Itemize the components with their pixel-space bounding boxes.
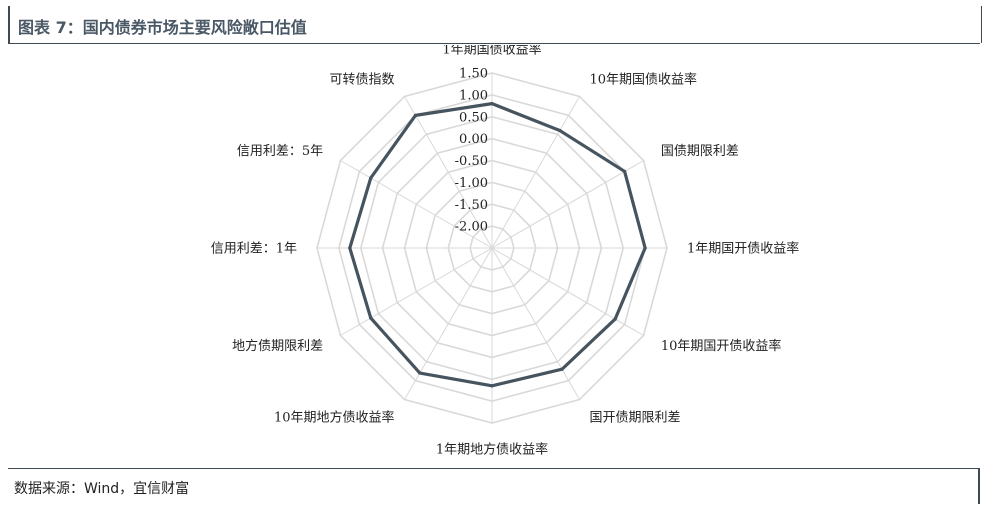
series-point [558, 128, 562, 133]
tick-label: -1.00 [455, 176, 488, 191]
tick-label: -1.50 [455, 198, 488, 213]
tick-label: -0.50 [455, 154, 488, 169]
series-point [623, 169, 627, 174]
title-bar: 图表 7：国内债券市场主要风险敞口估值 [8, 6, 982, 44]
series-point [348, 246, 352, 250]
chart-title: 图表 7：国内债券市场主要风险敞口估值 [18, 18, 307, 37]
series-point [413, 113, 418, 117]
grid-spoke [491, 247, 644, 336]
series-point [369, 176, 373, 180]
category-label: 10年期国债收益率 [590, 72, 698, 88]
grid-spoke [491, 96, 580, 249]
series-point [490, 102, 494, 106]
category-label: 国债期限利差 [661, 144, 739, 159]
category-label: 地方债期限利差 [232, 338, 323, 354]
series-point [643, 246, 647, 250]
radar-chart: 1.50 1.00 0.50 0.00 -0.50 -1.00 -1.50 -2.00 1年期… [211, 45, 800, 458]
grid-spoke [491, 160, 644, 249]
grid-spoke [340, 247, 493, 336]
footer: 数据来源：Wind，宜信财富 [8, 468, 980, 504]
category-label: 1年期地方债收益率 [436, 442, 548, 458]
tick-label: 0.00 [459, 132, 488, 147]
series-point [560, 367, 564, 371]
radar-series [348, 102, 647, 388]
series-point [418, 371, 422, 375]
grid-spoke [340, 160, 493, 249]
data-source: 数据来源：Wind，宜信财富 [14, 481, 190, 497]
category-label: 1年期国债收益率 [442, 45, 541, 58]
category-label: 信用利差：1年 [211, 242, 297, 257]
category-label: 10年期国开债收益率 [661, 338, 782, 354]
tick-label: 1.50 [459, 67, 488, 82]
radar-spokes [317, 73, 667, 423]
grid-spoke [404, 96, 493, 249]
series-point [369, 316, 373, 320]
category-label: 信用利差：5年 [237, 144, 323, 159]
category-label: 国开债期限利差 [590, 410, 681, 425]
tick-label: 1.00 [459, 88, 488, 103]
series-point [613, 317, 617, 321]
series-point [490, 384, 494, 388]
category-label: 10年期地方债收益率 [274, 409, 395, 425]
radar-tick-labels: 1.50 1.00 0.50 0.00 -0.50 -1.00 -1.50 -2.00 [455, 67, 488, 235]
tick-label: 0.50 [459, 110, 488, 125]
grid-spoke [491, 247, 580, 400]
category-label: 可转债指数 [329, 73, 394, 88]
category-label: 1年期国开债收益率 [687, 241, 799, 257]
tick-label: -2.00 [455, 220, 488, 235]
radar-chart-area: 1.50 1.00 0.50 0.00 -0.50 -1.00 -1.50 -2.00 1年期… [0, 45, 984, 463]
